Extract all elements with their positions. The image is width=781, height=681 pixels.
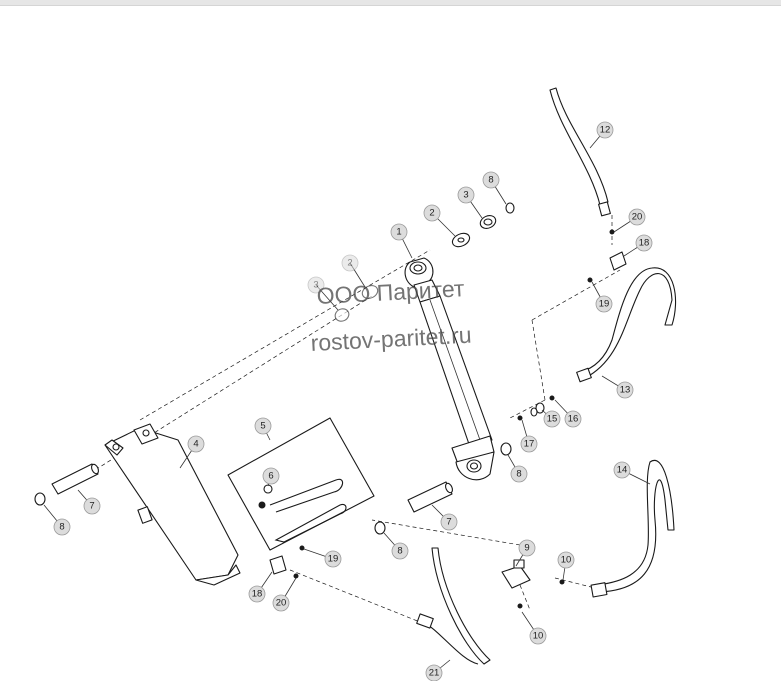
svg-text:3: 3 — [463, 190, 468, 201]
callout-19: 19 — [595, 295, 613, 313]
svg-text:10: 10 — [561, 555, 572, 566]
callout-14: 14 — [613, 461, 631, 479]
top-bar — [0, 0, 781, 6]
callout-18: 18 — [635, 234, 653, 252]
bracket-part-4 — [104, 423, 241, 586]
svg-text:8: 8 — [397, 546, 402, 557]
pins-part-7 — [51, 463, 453, 513]
svg-text:20: 20 — [276, 598, 287, 609]
svg-text:8: 8 — [488, 175, 493, 186]
callout-16: 16 — [564, 410, 582, 428]
callout-8: 8 — [482, 171, 500, 189]
svg-text:9: 9 — [524, 543, 529, 554]
callout-13: 13 — [616, 381, 634, 399]
callout-21: 21 — [425, 664, 443, 681]
callout-10: 10 — [529, 627, 547, 645]
svg-text:1: 1 — [396, 227, 401, 238]
hose-part-21 — [416, 547, 491, 665]
svg-text:2: 2 — [429, 208, 434, 219]
svg-text:13: 13 — [620, 385, 631, 396]
hose-part-14 — [590, 459, 675, 598]
callout-3: 3 — [457, 186, 475, 204]
svg-text:19: 19 — [599, 299, 610, 310]
callout-17: 17 — [520, 435, 538, 453]
callout-15: 15 — [543, 410, 561, 428]
callout-6: 6 — [262, 467, 280, 485]
callout-2-faded: 2 — [341, 254, 359, 272]
svg-text:12: 12 — [600, 125, 611, 136]
svg-text:19: 19 — [328, 554, 339, 565]
svg-text:3: 3 — [313, 280, 318, 291]
callout-3-faded: 3 — [307, 276, 325, 294]
svg-text:15: 15 — [547, 414, 558, 425]
callout-8: 8 — [391, 542, 409, 560]
svg-text:21: 21 — [429, 668, 440, 679]
callout-2: 2 — [423, 204, 441, 222]
svg-text:8: 8 — [59, 522, 64, 533]
svg-text:5: 5 — [260, 421, 265, 432]
callout-20: 20 — [628, 208, 646, 226]
callout-8: 8 — [510, 465, 528, 483]
svg-text:8: 8 — [516, 469, 521, 480]
svg-text:18: 18 — [252, 589, 263, 600]
callout-5: 5 — [254, 417, 272, 435]
svg-text:17: 17 — [524, 439, 535, 450]
callout-7: 7 — [83, 497, 101, 515]
svg-text:7: 7 — [446, 517, 451, 528]
svg-text:18: 18 — [639, 238, 650, 249]
washers-top — [334, 202, 515, 322]
assembly-lines — [59, 215, 621, 623]
callout-12: 12 — [596, 121, 614, 139]
callouts: 1 2 2 3 3 4 5 6 7 7 8 8 8 8 9 10 10 12 1… — [53, 121, 653, 681]
hose-part-13 — [576, 267, 677, 383]
svg-text:7: 7 — [89, 501, 94, 512]
kit-box-part-5 — [227, 417, 375, 551]
svg-text:10: 10 — [533, 631, 544, 642]
svg-text:6: 6 — [268, 471, 273, 482]
rings-part-8 — [34, 442, 512, 535]
cylinder-part-1 — [404, 257, 495, 481]
leader-lines — [43, 129, 651, 674]
callout-7: 7 — [440, 513, 458, 531]
callout-9: 9 — [518, 539, 536, 557]
callout-18: 18 — [248, 585, 266, 603]
hose-part-12 — [549, 87, 611, 217]
svg-text:14: 14 — [617, 465, 628, 476]
svg-text:4: 4 — [193, 439, 198, 450]
svg-text:2: 2 — [347, 258, 352, 269]
callout-19: 19 — [324, 550, 342, 568]
callout-20: 20 — [272, 594, 290, 612]
callout-4: 4 — [187, 435, 205, 453]
callout-1: 1 — [390, 223, 408, 241]
callout-10: 10 — [557, 551, 575, 569]
svg-text:20: 20 — [632, 212, 643, 223]
callout-8: 8 — [53, 518, 71, 536]
svg-text:16: 16 — [568, 414, 579, 425]
